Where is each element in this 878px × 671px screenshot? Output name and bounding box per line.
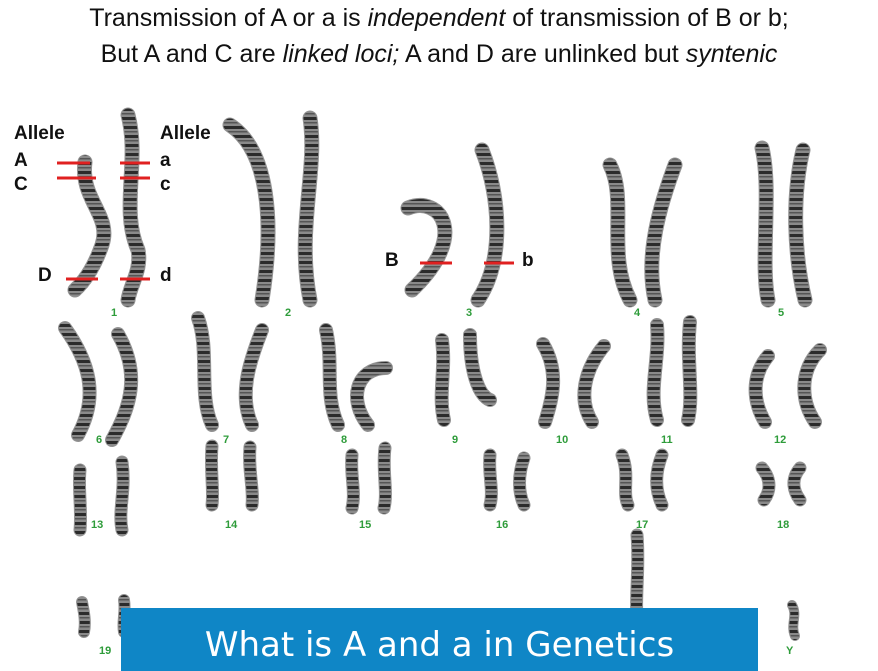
chromosome-16a (484, 449, 497, 511)
chromosome-number-4: 4 (634, 307, 641, 319)
chromosome-3a (401, 199, 452, 297)
allele-header-right: Allele (160, 123, 211, 144)
allele-D-label: D (38, 265, 52, 286)
chromosome-number-12: 12 (774, 434, 787, 446)
allele-A-label: A (14, 150, 28, 171)
chromosome-10b (578, 340, 610, 428)
allele-B-label: B (385, 250, 399, 271)
chromosome-19a (77, 597, 90, 637)
chromosome-14b (244, 441, 258, 511)
caption-banner: What is A and a in Genetics (121, 608, 758, 671)
chromosome-17a (616, 449, 634, 511)
heading-line-1: Transmission of A or a is independent of… (89, 4, 789, 32)
chromosome-13a (73, 464, 87, 536)
chromosome-10a (537, 338, 560, 428)
allele-a-label: a (160, 150, 171, 171)
chromosome-14a (205, 440, 219, 511)
chromosome-number-18: 18 (777, 519, 790, 531)
chromosome-6a (59, 322, 96, 441)
chromosome-12a (749, 350, 774, 428)
chromosome-18b (788, 462, 806, 506)
chromosome-1b (121, 108, 146, 307)
chromosome-12b (798, 344, 826, 428)
chromosome-number-19: 19 (99, 645, 112, 657)
chromosome-2b (298, 111, 319, 307)
chromosome-11b (682, 316, 697, 426)
chromosome-number-14: 14 (225, 519, 238, 531)
chromosome-number-15: 15 (359, 519, 372, 531)
chromosome-17b (651, 449, 668, 511)
chromosome-4b (645, 158, 682, 307)
chromosome-number-16: 16 (496, 519, 509, 531)
chromosome-8a (320, 324, 344, 431)
chromosome-15b (378, 442, 391, 514)
chromosome-6b (106, 328, 138, 446)
chromosome-16b (514, 452, 530, 511)
chromosome-Y (788, 601, 799, 640)
chromosome-3b (471, 143, 504, 307)
chromosome-5b (789, 143, 812, 307)
chromosome-8b (351, 362, 392, 431)
locus-marker-group (57, 161, 514, 281)
chromosome-number-2: 2 (285, 307, 292, 319)
chromosome-number-11: 11 (661, 434, 673, 446)
chromosome-1a (68, 155, 111, 297)
chromosome-number-Y: Y (786, 645, 794, 657)
chromosome-number-6: 6 (96, 434, 103, 446)
chromosome-number-9: 9 (452, 434, 459, 446)
allele-C-label: C (14, 174, 28, 195)
chromosome-18a (756, 462, 775, 506)
chromosome-2a (223, 118, 275, 307)
heading-line-2: But A and C are linked loci; A and D are… (100, 40, 778, 68)
chromosome-number-5: 5 (778, 307, 785, 319)
chromosome-15a (346, 449, 359, 514)
chromosome-5a (755, 141, 775, 307)
chromosome-number-8: 8 (341, 434, 348, 446)
allele-d-label: d (160, 265, 172, 286)
chromosome-group (58, 107, 827, 641)
chromosome-number-3: 3 (466, 307, 473, 319)
chromosome-number-7: 7 (223, 434, 230, 446)
allele-c-label: c (160, 174, 171, 195)
chromosome-11a (647, 319, 664, 426)
chromosome-7a (192, 312, 218, 431)
chromosome-9b (464, 329, 496, 406)
chromosome-number-13: 13 (91, 519, 104, 531)
chromosome-number-10: 10 (556, 434, 569, 446)
chromosome-number-1: 1 (111, 307, 118, 319)
chromosome-number-17: 17 (636, 519, 649, 531)
chromosome-4a (603, 158, 637, 307)
caption-text: What is A and a in Genetics (204, 625, 675, 665)
chromosome-13b (115, 456, 129, 536)
allele-header-left: Allele (14, 123, 65, 144)
chromosome-7b (239, 324, 268, 431)
chromosome-9a (435, 334, 450, 426)
allele-b-label: b (522, 250, 534, 271)
